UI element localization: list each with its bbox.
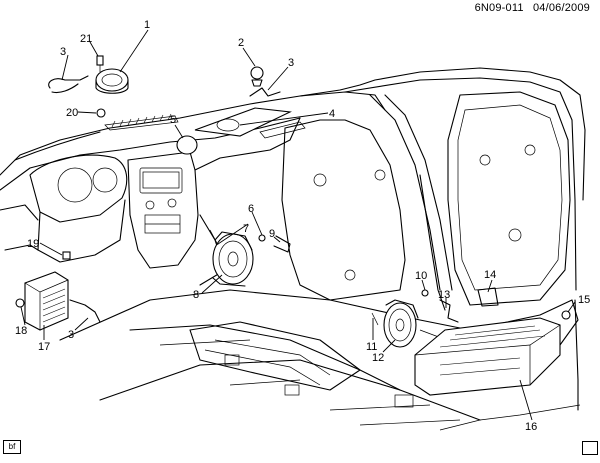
nut-18 <box>15 298 25 308</box>
callout-17: 17 <box>38 341 50 353</box>
diagram-date: 04/06/2009 <box>532 2 590 14</box>
callout-2: 2 <box>238 37 244 49</box>
nut-15 <box>561 310 571 320</box>
callout-10: 10 <box>415 270 427 282</box>
callout-11: 11 <box>366 341 377 353</box>
callout-21: 21 <box>80 33 92 45</box>
callout-20: 20 <box>66 107 78 119</box>
callout-14: 14 <box>484 269 496 281</box>
speaker-panel-4 <box>194 107 306 139</box>
instrument-panel <box>0 91 386 286</box>
callout-4: 4 <box>329 108 335 120</box>
nut-20 <box>96 108 106 118</box>
callout-9: 9 <box>269 228 275 240</box>
callout-3: 3 <box>68 329 74 341</box>
clip-2 <box>250 66 264 87</box>
amplifier-17 <box>24 271 101 331</box>
callout-7: 7 <box>243 223 249 235</box>
harness-3a <box>48 75 89 94</box>
harness-3b <box>249 87 281 97</box>
connector-9 <box>273 235 291 253</box>
callout-19: 19 <box>27 238 39 250</box>
callout-5: 5 <box>170 114 176 126</box>
rear-speaker-12 <box>383 299 419 348</box>
callout-labels: 1 2 3 3 3 4 5 6 7 8 9 10 11 12 13 14 15 … <box>15 19 590 433</box>
harness-13 <box>439 299 459 323</box>
floor-pan <box>59 289 581 431</box>
diagram-header: 6N09-011 04/06/2009 <box>469 2 590 14</box>
callout-18: 18 <box>15 325 27 337</box>
body-frame <box>281 67 586 311</box>
callout-12: 12 <box>372 352 384 364</box>
speaker-tweeter-1 <box>95 68 129 94</box>
callout-8: 8 <box>193 289 199 301</box>
callout-3: 3 <box>288 57 294 69</box>
diagram-code: 6N09-011 <box>474 2 524 14</box>
callout-13: 13 <box>438 289 450 301</box>
leader-lines <box>20 29 576 421</box>
callout-6: 6 <box>248 203 254 215</box>
nut-19 <box>62 251 71 260</box>
speaker-grille-5 <box>176 135 198 155</box>
callout-3: 3 <box>60 46 66 58</box>
bolt-21 <box>96 55 104 72</box>
callout-1: 1 <box>144 19 150 31</box>
callout-16: 16 <box>525 421 537 433</box>
corner-tag: bf <box>3 440 21 454</box>
subwoofer-box-16 <box>414 317 561 396</box>
callout-15: 15 <box>578 294 590 306</box>
corner-box <box>582 441 598 455</box>
